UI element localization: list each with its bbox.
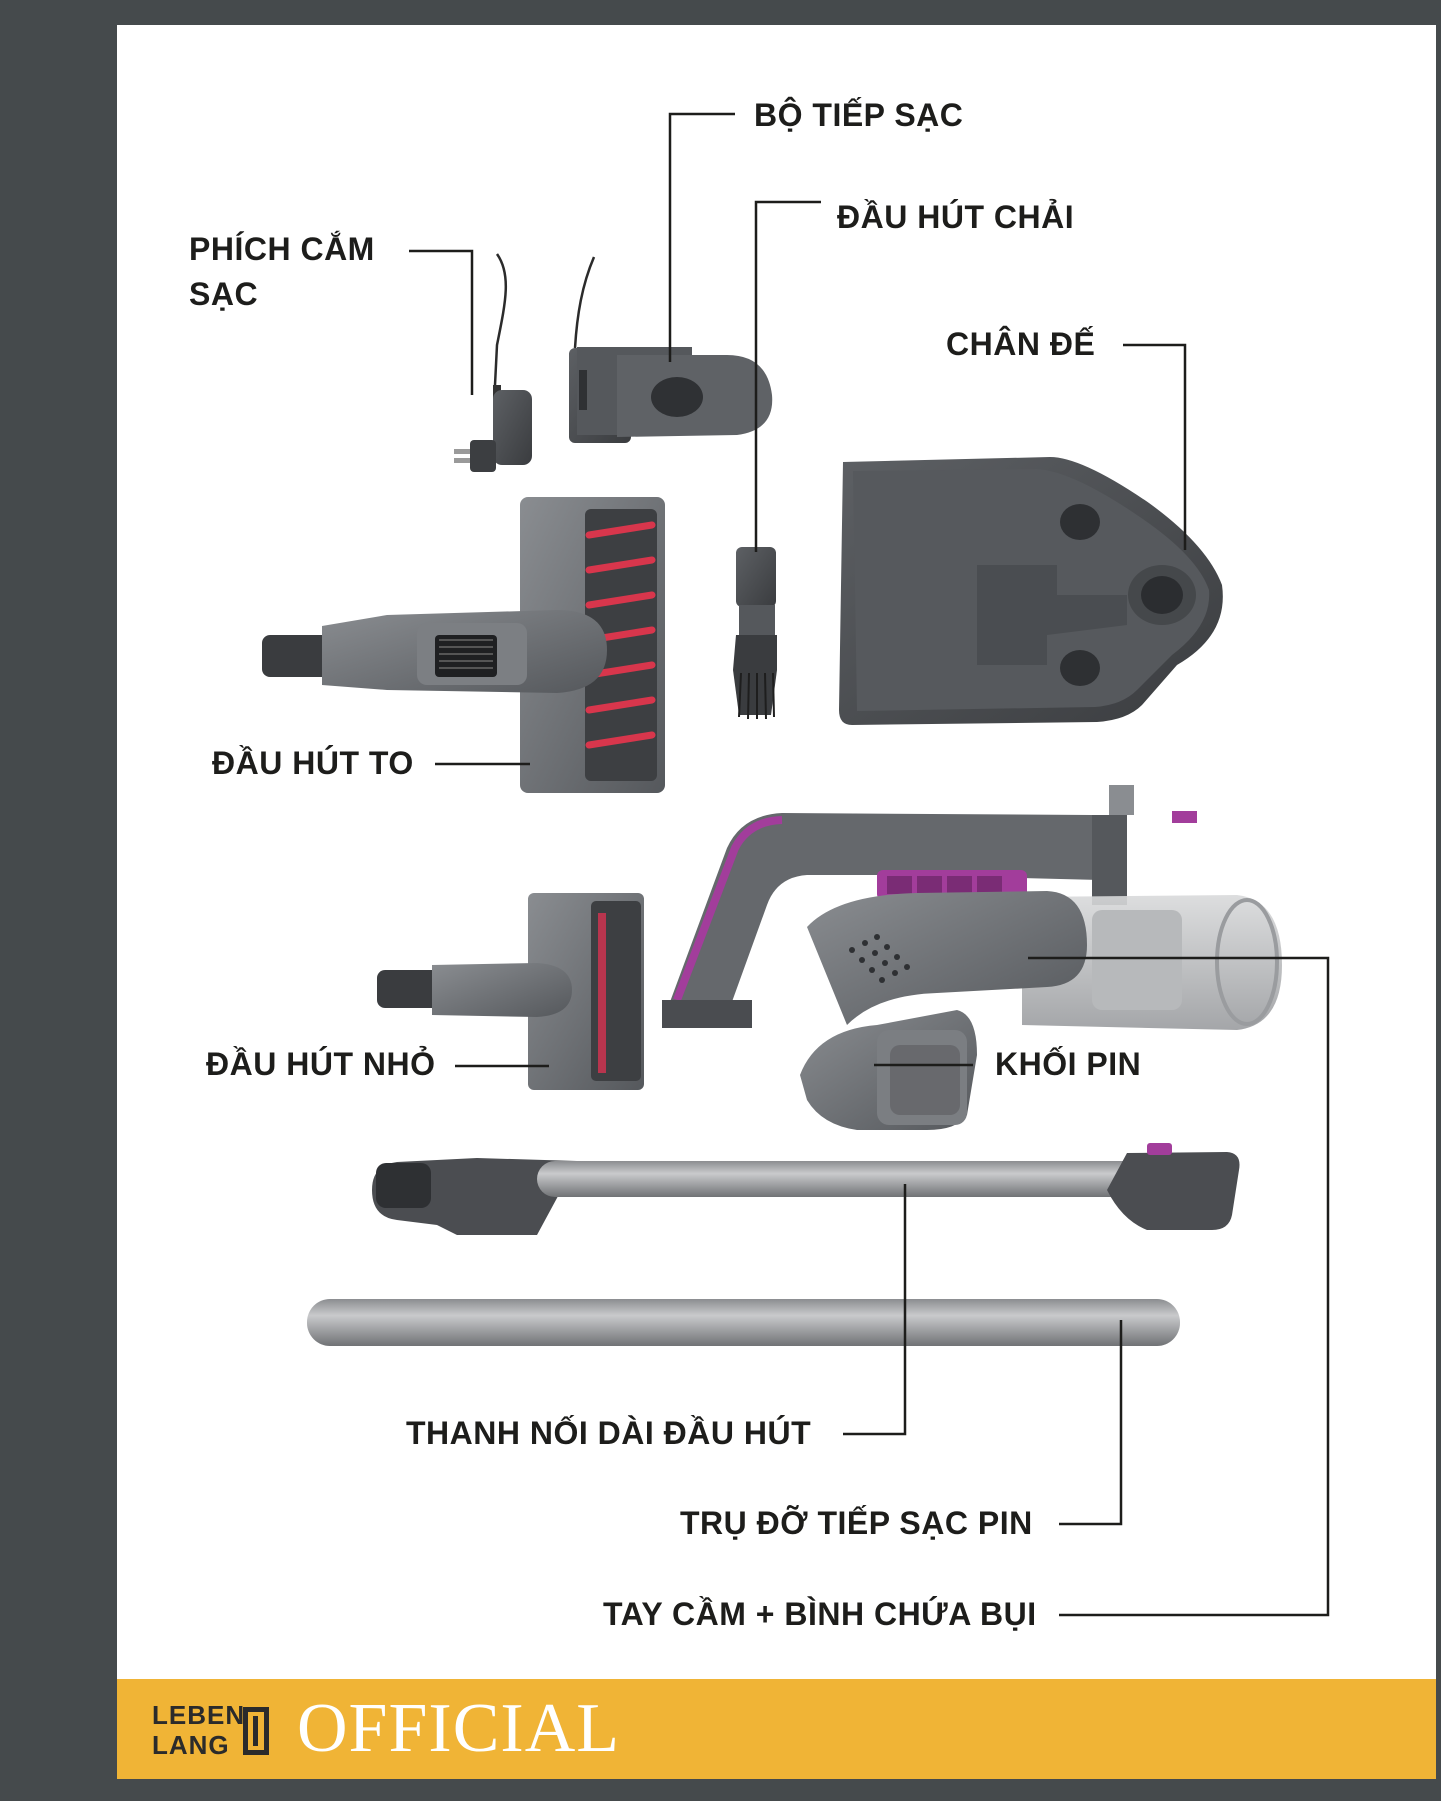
label-battery-dock-post: TRỤ ĐỠ TIẾP SẠC PIN	[680, 1505, 1033, 1541]
base-stand-illustration	[839, 457, 1223, 725]
label-small-nozzle: ĐẦU HÚT NHỎ	[206, 1046, 436, 1082]
parts-illustration	[262, 112, 1330, 1617]
brand-logo-mark	[243, 1707, 269, 1755]
diagram-panel: BỘ TIẾP SẠC ĐẦU HÚT CHẢI PHÍCH CẮM SẠC C…	[117, 25, 1436, 1779]
label-charger-dock: BỘ TIẾP SẠC	[754, 97, 964, 133]
brush-nozzle-illustration	[733, 547, 777, 720]
label-extension-tube: THANH NỐI DÀI ĐẦU HÚT	[406, 1415, 812, 1451]
charger-dock-illustration	[569, 256, 773, 443]
footer-banner: LEBEN LANG OFFICIAL	[117, 1679, 1436, 1779]
label-charging-plug-line2: SẠC	[189, 276, 259, 312]
label-large-nozzle: ĐẦU HÚT TO	[212, 745, 414, 781]
label-battery-pack: KHỐI PIN	[995, 1046, 1142, 1082]
large-nozzle-illustration	[262, 497, 665, 793]
battery-dock-post-illustration	[307, 1299, 1180, 1346]
label-base-stand: CHÂN ĐẾ	[946, 326, 1096, 362]
charging-plug-illustration	[454, 253, 532, 472]
small-nozzle-illustration	[377, 893, 644, 1090]
official-wordmark: OFFICIAL	[297, 1690, 621, 1767]
leader-lines	[409, 112, 1330, 1617]
extension-tube-illustration	[372, 1143, 1240, 1235]
label-handle-dust-bin: TAY CẦM + BÌNH CHỨA BỤI	[603, 1596, 1037, 1632]
brand-name-line1: LEBEN	[152, 1700, 246, 1730]
label-brush-nozzle: ĐẦU HÚT CHẢI	[837, 199, 1075, 235]
handle-dust-bin-illustration	[662, 785, 1282, 1130]
label-charging-plug-line1: PHÍCH CẮM	[189, 231, 375, 267]
brand-name-line2: LANG	[152, 1730, 230, 1760]
